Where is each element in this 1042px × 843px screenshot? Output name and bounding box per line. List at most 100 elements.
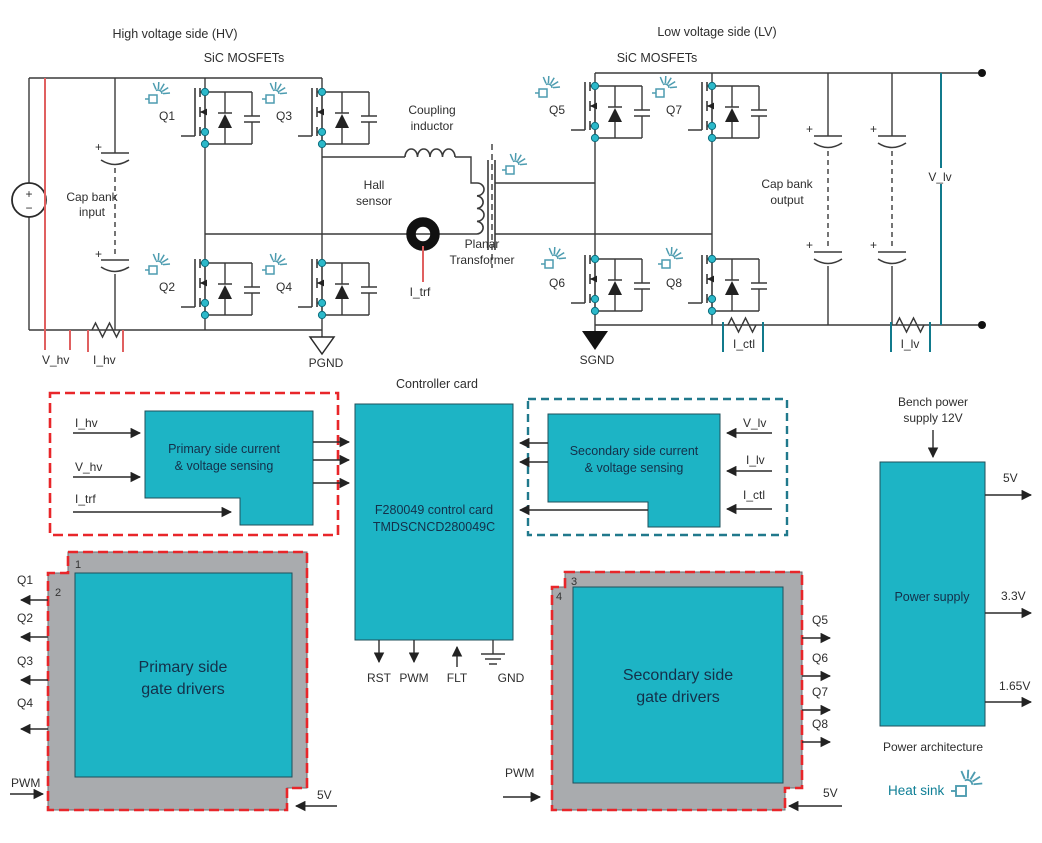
secondary-5v-label: 5V — [823, 786, 838, 800]
source-plus-sign: + — [25, 187, 32, 201]
driver-out-q3-label: Q3 — [17, 654, 33, 668]
pgnd-ground: PGND — [308, 330, 344, 370]
secondary-gate-drivers-label: Secondary side — [623, 667, 733, 684]
secondary-pwm-label: PWM — [505, 766, 534, 780]
heat-sink-icon — [261, 81, 288, 104]
power-architecture-section: Bench power supply 12V Power supply 5V 3… — [879, 395, 1033, 754]
heat-sink-icon — [651, 75, 678, 98]
primary-gate-drivers-block — [74, 572, 293, 778]
heat-sink-icon — [534, 75, 561, 98]
primary-pwm-label: PWM — [11, 776, 40, 790]
flt-pin-label: FLT — [447, 671, 468, 685]
primary-5v-label: 5V — [317, 788, 332, 802]
lv-positive-terminal — [978, 69, 986, 77]
q1-label: Q1 — [159, 109, 175, 123]
lv-cap-bank-output: + + + + Cap bank output — [761, 73, 907, 325]
pgnd-label: PGND — [309, 356, 344, 370]
hv-source-leads — [204, 315, 323, 330]
q7-label: Q7 — [666, 103, 682, 117]
hv-shunt-resistor — [91, 321, 121, 339]
i-ctl-label: I_ctl — [733, 337, 755, 351]
power-supply-block — [879, 461, 986, 727]
secondary-gate-drivers-block — [572, 586, 784, 784]
coupling-inductor-label: Coupling — [408, 103, 455, 117]
mosfet-q3 — [297, 87, 378, 149]
transformer-primary-feed — [455, 156, 477, 184]
planar-transformer-symbol — [476, 144, 712, 268]
q5-label: Q5 — [549, 103, 565, 117]
rail-5v-label: 5V — [1003, 471, 1018, 485]
primary-gate-drivers-section: 1 2 Primary side gate drivers Q1 Q2 Q3 Q… — [10, 550, 337, 812]
lv-midpoint-columns — [594, 138, 713, 259]
heat-sink-icon — [501, 152, 528, 175]
hv-midpoint-columns — [204, 144, 323, 263]
q3-label: Q3 — [276, 109, 292, 123]
sgnd-label: SGND — [580, 353, 615, 367]
lv-measure-ticks — [722, 322, 931, 352]
mosfet-q7 — [687, 81, 768, 143]
primary-sensing-label: & voltage sensing — [175, 459, 274, 473]
v-hv-label: V_hv — [42, 353, 69, 367]
heat-sink-icon — [950, 768, 984, 797]
i-lv-label: I_lv — [901, 337, 920, 351]
v-lv-label: V_lv — [928, 170, 951, 184]
lv-source-leads — [594, 311, 713, 325]
cap-bank-output-label: Cap bank — [761, 177, 813, 191]
mosfet-q5 — [570, 81, 651, 143]
lv-drain-leads — [594, 73, 713, 86]
driver-out-q6-label: Q6 — [812, 651, 828, 665]
hv-sic-mosfets-label: SiC MOSFETs — [204, 51, 285, 65]
driver-out-q7-label: Q7 — [812, 685, 828, 699]
source-minus-sign: − — [25, 201, 32, 215]
driver-out-q1-label: Q1 — [17, 573, 33, 587]
driver-out-q4-label: Q4 — [17, 696, 33, 710]
gnd-pin-label: GND — [498, 671, 525, 685]
cap-plus-sign: + — [95, 140, 102, 154]
secondary-sensing-label: Secondary side current — [570, 444, 699, 458]
heat-sink-icon — [540, 246, 567, 269]
heat-sink-legend: Heat sink — [888, 768, 984, 798]
coupling-inductor-symbol — [404, 148, 456, 158]
planar-transformer-label: Transformer — [450, 253, 515, 267]
secondary-sensing-label: & voltage sensing — [585, 461, 684, 475]
cap-plus-sign: + — [870, 238, 877, 252]
cap-bank-input-label: Cap bank — [66, 190, 118, 204]
mosfet-q1 — [180, 87, 261, 149]
q6-label: Q6 — [549, 276, 565, 290]
secondary-input-v-lv: V_lv — [743, 416, 766, 430]
power-architecture-caption: Power architecture — [883, 740, 983, 754]
power-supply-label: Power supply — [894, 590, 970, 604]
i-lv-shunt-resistor — [895, 316, 925, 334]
q8-label: Q8 — [666, 276, 682, 290]
q2-label: Q2 — [159, 280, 175, 294]
lv-side-title: Low voltage side (LV) — [657, 25, 776, 39]
i-ctl-shunt-resistor — [727, 316, 757, 334]
link-section: Coupling inductor Hall sensor I_trf Plan… — [205, 103, 712, 299]
secondary-sensing-section: Secondary side current & voltage sensing… — [518, 397, 789, 537]
primary-driver-dashed-outline — [46, 550, 309, 812]
primary-sensing-section: Primary side current & voltage sensing I… — [48, 391, 351, 537]
cap-bank-input-label: input — [79, 205, 106, 219]
hv-bridge-section: High voltage side (HV) SiC MOSFETs + − +… — [11, 27, 378, 370]
hall-sensor-label: Hall — [364, 178, 385, 192]
secondary-gate-drivers-label: gate drivers — [636, 689, 720, 706]
controller-card-block — [354, 403, 514, 641]
primary-input-v-hv: V_hv — [75, 460, 102, 474]
controller-card-name: F280049 control card — [375, 503, 493, 517]
heat-sink-icon — [261, 252, 288, 275]
i-trf-label: I_trf — [410, 285, 431, 299]
mosfet-q4 — [297, 258, 378, 320]
primary-sensing-block — [144, 410, 314, 526]
driver-out-q5-label: Q5 — [812, 613, 828, 627]
driver-out-q2-label: Q2 — [17, 611, 33, 625]
mosfet-q8 — [687, 254, 768, 316]
lv-bridge-section: Low voltage side (LV) SiC MOSFETs Q5 Q7 … — [534, 25, 986, 367]
heat-sink-icon — [657, 246, 684, 269]
board-number-1: 1 — [75, 559, 81, 571]
secondary-gate-drivers-section: 3 4 Secondary side gate drivers Q5 Q6 Q7… — [503, 570, 842, 812]
heat-sink-icon — [144, 81, 171, 104]
board-number-2: 2 — [55, 587, 61, 599]
primary-sensing-dashed-box — [48, 391, 340, 537]
secondary-input-i-lv: I_lv — [746, 453, 765, 467]
